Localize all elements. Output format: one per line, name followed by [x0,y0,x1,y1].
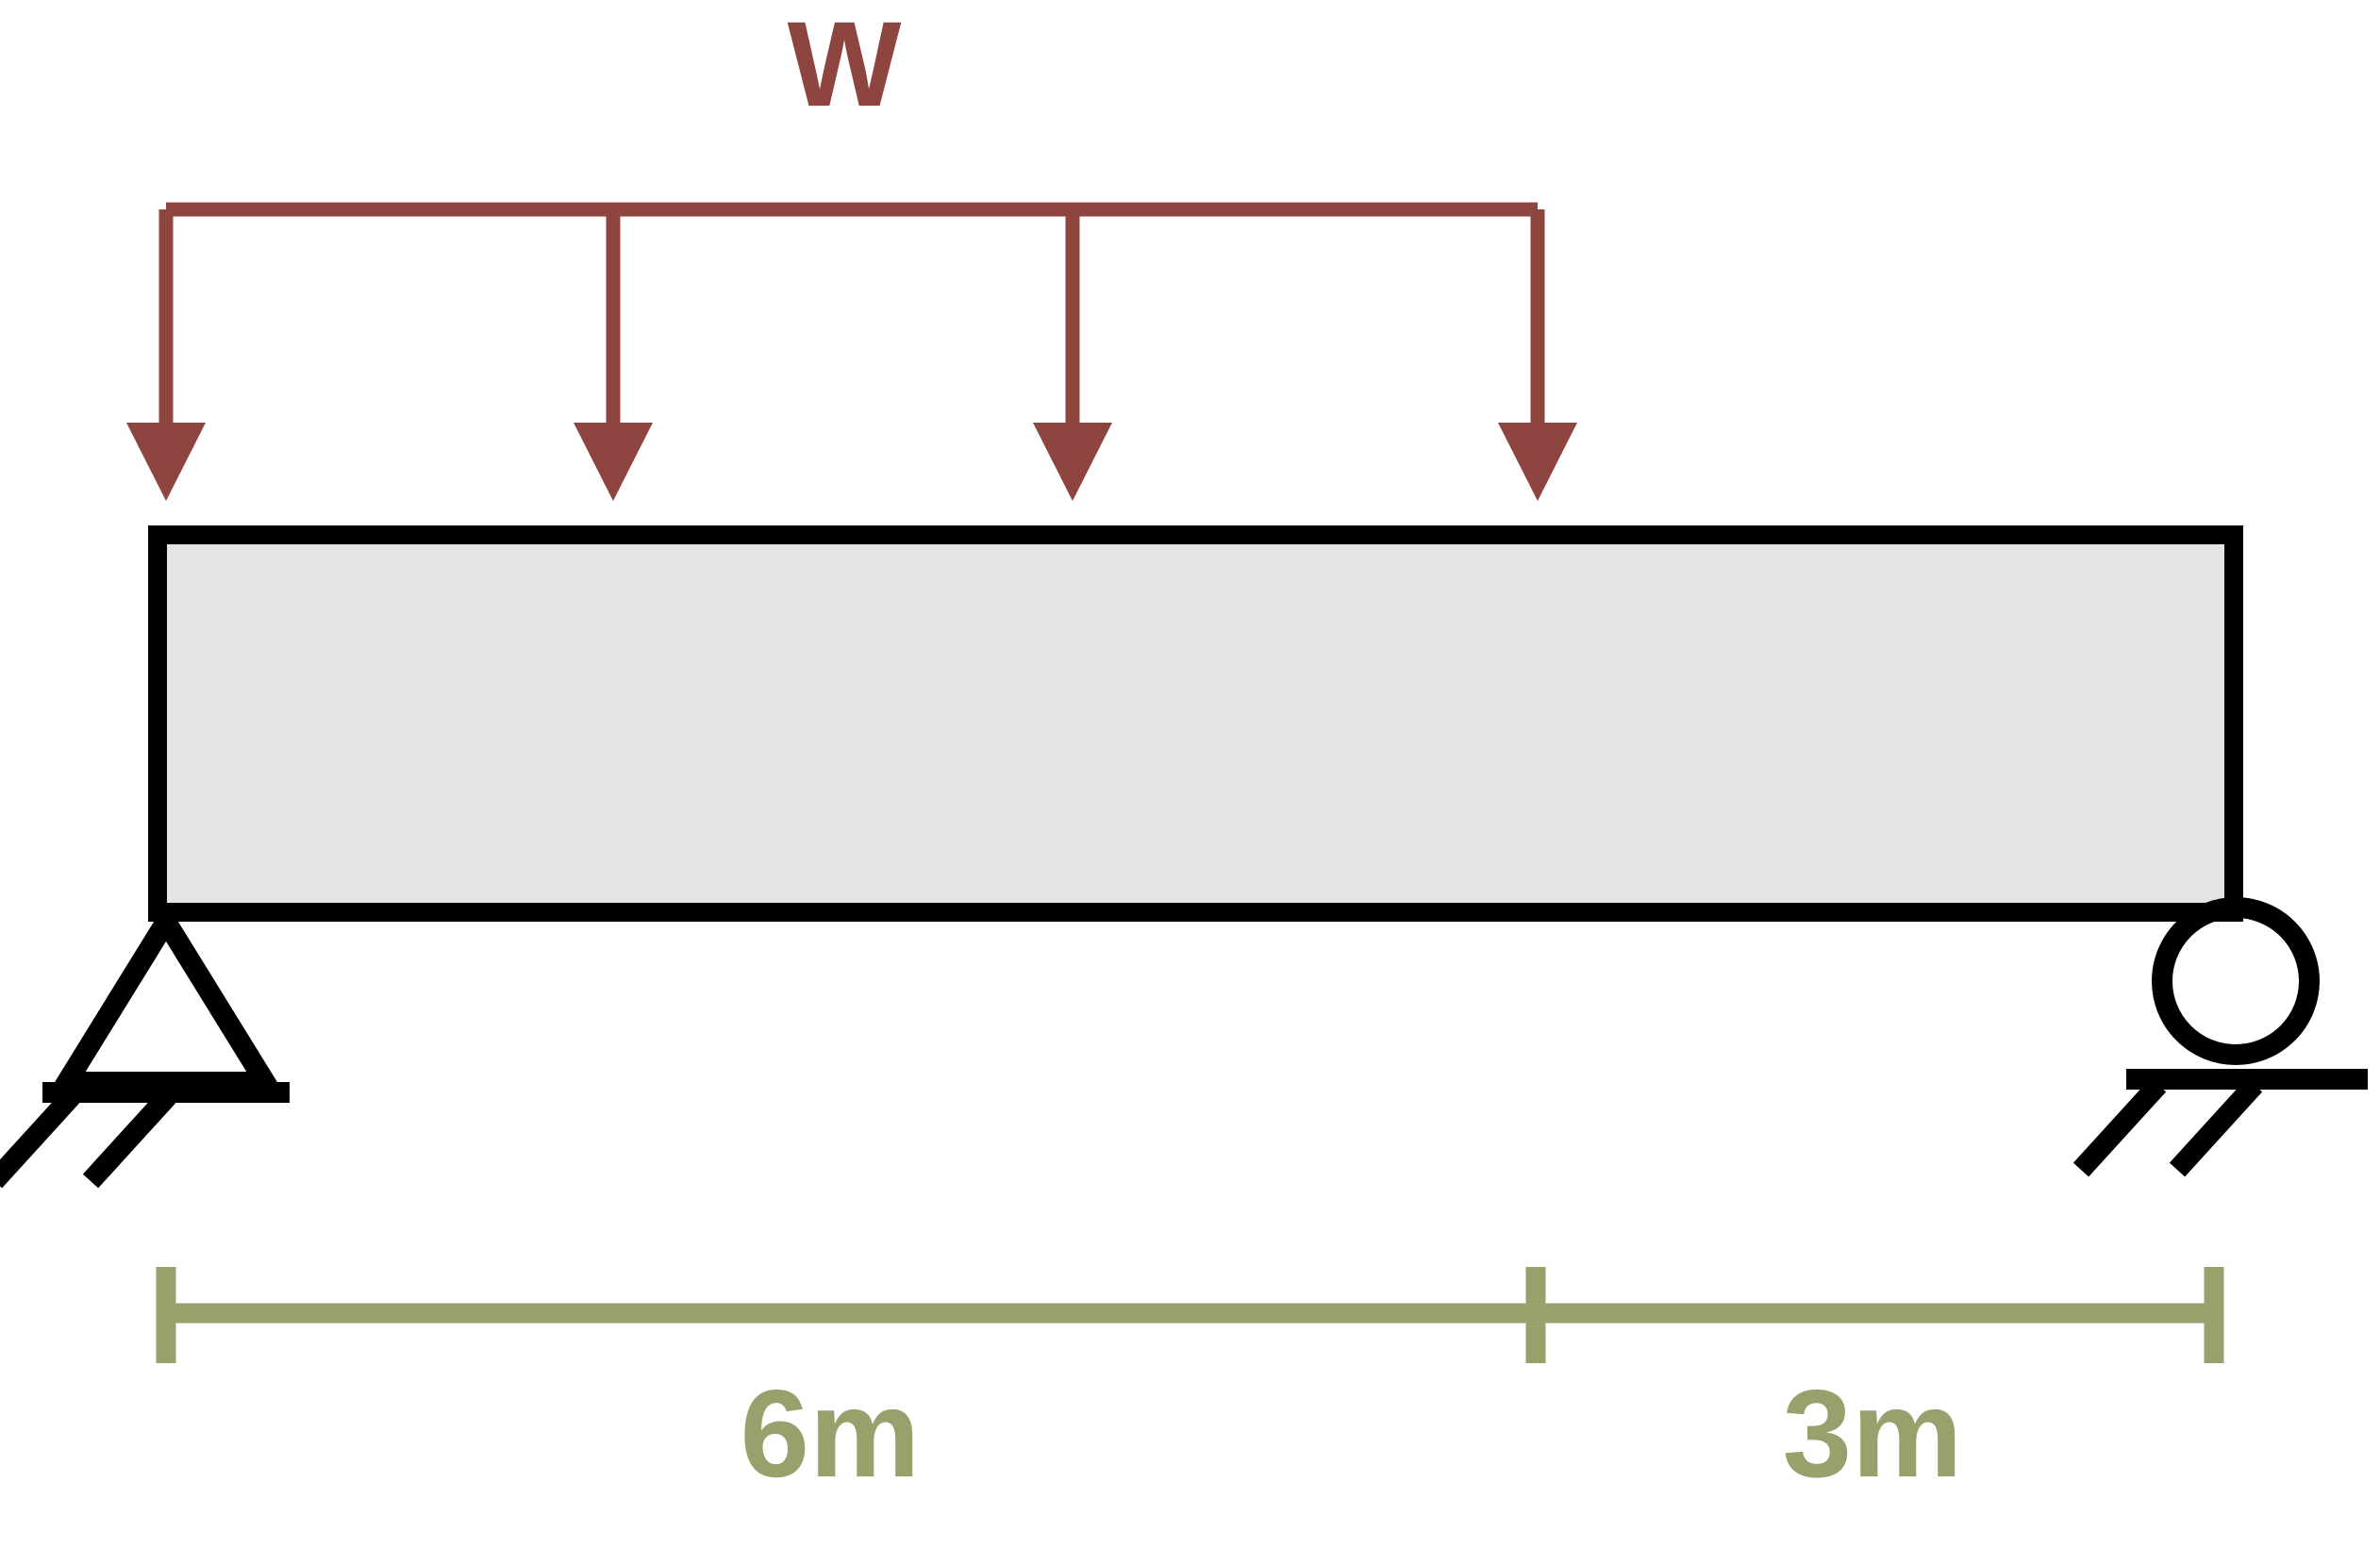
load-arrow-2-head [574,423,653,501]
load-arrow-1 [126,209,206,501]
pin-support-hatch-2 [82,1089,176,1189]
pin-support-hatch-1 [0,1089,80,1189]
pin-support-triangle [48,902,284,1092]
load-arrow-1-head [126,423,206,501]
load-arrow-4-head [1498,423,1577,501]
load-arrow-3 [1033,209,1112,501]
dimension-label-6m: 6m [741,1364,921,1503]
beam [148,525,2243,922]
roller-support-circle [2152,897,2320,1065]
dimension-group: 6m 3m [156,1267,2224,1503]
load-arrow-3-head [1033,423,1112,501]
roller-support-hatch-1 [2072,1077,2167,1177]
roller-support-hatch-2 [2169,1077,2263,1177]
distributed-load-group: W [126,0,1577,501]
load-arrow-2 [574,209,653,501]
beam-group [148,525,2243,922]
pin-support [0,902,290,1189]
load-arrow-4 [1498,209,1577,501]
roller-support [2072,897,2368,1177]
dimension-label-3m: 3m [1783,1364,1963,1503]
load-label-W: W [788,0,902,132]
